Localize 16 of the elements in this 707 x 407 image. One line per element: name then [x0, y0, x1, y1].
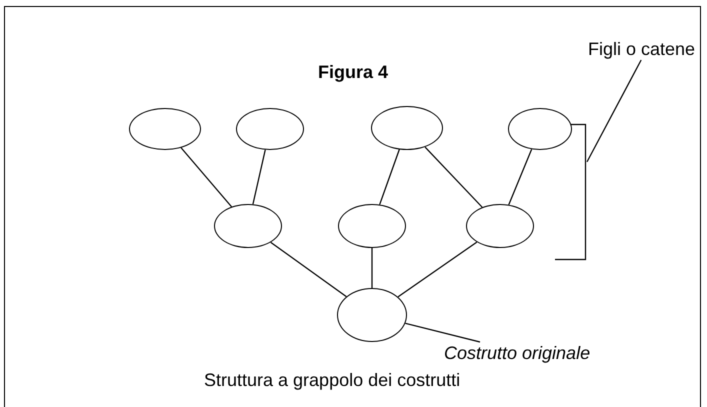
- callout-text: Figli o catene: [588, 38, 696, 60]
- figure-title: Figura 4: [318, 62, 388, 83]
- connector-line: [371, 248, 373, 288]
- connector-line: [398, 242, 478, 298]
- callout-text: Costrutto originale: [444, 342, 590, 364]
- leader-line: [405, 322, 480, 343]
- connector-line: [424, 146, 483, 208]
- leader-line: [586, 60, 642, 162]
- connector-line: [270, 242, 347, 298]
- figure-caption: Struttura a grappolo dei costrutti: [204, 370, 460, 391]
- bracket: [555, 124, 586, 260]
- connector-line: [508, 149, 532, 205]
- connector-line: [379, 149, 400, 205]
- ellipse: [337, 288, 407, 342]
- connector-line: [180, 147, 232, 208]
- connector-line: [252, 150, 266, 204]
